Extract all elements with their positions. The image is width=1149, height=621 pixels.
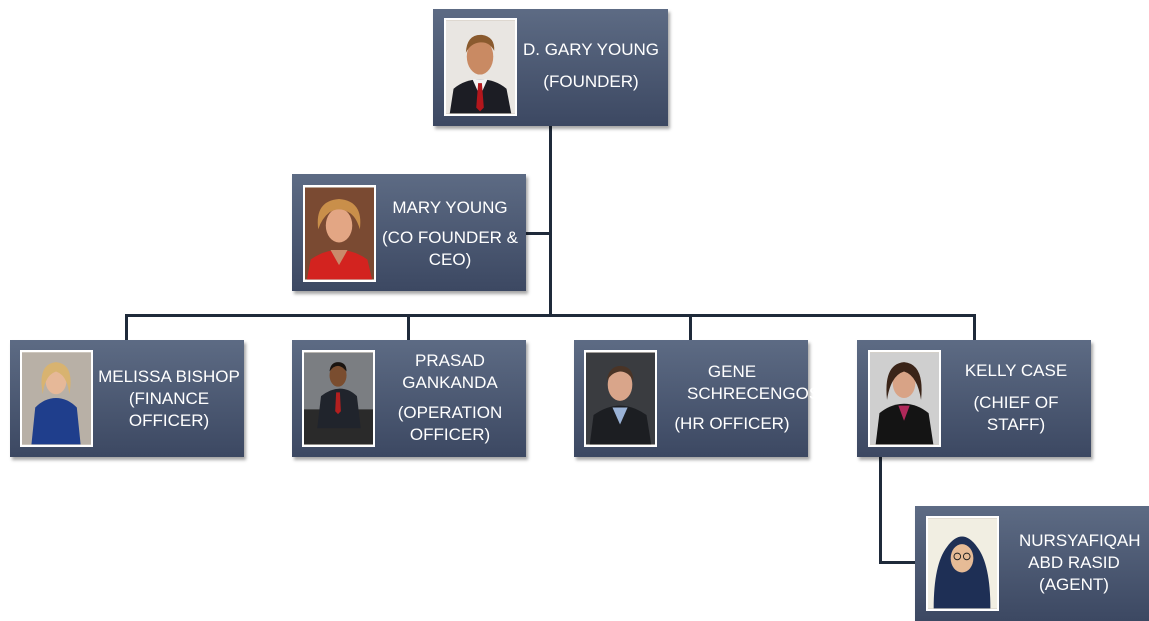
officer-finance-photo bbox=[20, 350, 93, 447]
officer-chief-of-staff-role: (CHIEF OF STAFF) bbox=[973, 393, 1059, 434]
officer-operation-role: (OPERATION OFFICER) bbox=[397, 403, 503, 444]
agent-photo bbox=[926, 516, 999, 611]
officer-hr-photo bbox=[584, 350, 657, 447]
node-cofounder: MARY YOUNG (CO FOUNDER & CEO) bbox=[292, 174, 526, 291]
connector-officer-drop-1 bbox=[125, 314, 128, 341]
node-officer-operation: PRASAD GANKANDA (OPERATION OFFICER) bbox=[292, 340, 526, 457]
connector-officer-drop-4 bbox=[973, 314, 976, 341]
node-founder: D. GARY YOUNG (FOUNDER) bbox=[433, 9, 668, 126]
founder-name: D. GARY YOUNG bbox=[522, 40, 660, 59]
woman-in-blue-dress-icon bbox=[22, 352, 91, 445]
officer-hr-role: (HR OFFICER) bbox=[674, 414, 790, 433]
connector-agent-drop bbox=[879, 457, 882, 563]
connector-founder-trunk bbox=[549, 126, 552, 316]
man-in-dark-jacket-icon bbox=[586, 352, 655, 445]
seated-man-in-suit-icon bbox=[304, 352, 373, 445]
cofounder-name: MARY YOUNG bbox=[392, 198, 508, 217]
agent-name: NURSYAFIQAH ABD RASID bbox=[1019, 531, 1141, 572]
founder-role: (FOUNDER) bbox=[543, 72, 639, 91]
cofounder-role: (CO FOUNDER & CEO) bbox=[382, 228, 518, 269]
officer-hr-label: GENE SCHRECENGOST (HR OFFICER) bbox=[658, 354, 831, 442]
woman-in-hijab-icon bbox=[928, 518, 997, 609]
officer-chief-of-staff-name: KELLY CASE bbox=[964, 361, 1068, 380]
node-officer-finance: MELISSA BISHOP (FINANCE OFFICER) bbox=[10, 340, 244, 457]
woman-in-black-blazer-icon bbox=[870, 352, 939, 445]
officer-operation-name: PRASAD GANKANDA bbox=[402, 351, 498, 392]
officer-finance-name: MELISSA BISHOP bbox=[98, 367, 240, 386]
officer-finance-role: (FINANCE OFFICER) bbox=[128, 389, 210, 430]
officer-finance-label: MELISSA BISHOP (FINANCE OFFICER) bbox=[96, 360, 242, 438]
node-officer-chief-of-staff: KELLY CASE (CHIEF OF STAFF) bbox=[857, 340, 1091, 457]
founder-photo bbox=[444, 18, 517, 116]
connector-officers-bar bbox=[125, 314, 976, 317]
connector-cofounder-branch bbox=[524, 232, 551, 235]
agent-label: NURSYAFIQAH ABD RASID (AGENT) bbox=[1001, 522, 1147, 604]
officer-operation-label: PRASAD GANKANDA (OPERATION OFFICER) bbox=[376, 346, 524, 450]
agent-role: (AGENT) bbox=[1039, 575, 1109, 594]
woman-in-red-icon bbox=[305, 187, 374, 280]
connector-officer-drop-3 bbox=[689, 314, 692, 341]
officer-operation-photo bbox=[302, 350, 375, 447]
founder-label: D. GARY YOUNG (FOUNDER) bbox=[517, 37, 665, 95]
officer-chief-of-staff-label: KELLY CASE (CHIEF OF STAFF) bbox=[943, 356, 1089, 440]
connector-officer-drop-2 bbox=[407, 314, 410, 341]
officer-hr-name: GENE SCHRECENGOST bbox=[687, 362, 831, 403]
cofounder-photo bbox=[303, 185, 376, 282]
node-officer-hr: GENE SCHRECENGOST (HR OFFICER) bbox=[574, 340, 831, 457]
officer-chief-of-staff-photo bbox=[868, 350, 941, 447]
node-agent: NURSYAFIQAH ABD RASID (AGENT) bbox=[915, 506, 1149, 621]
cofounder-label: MARY YOUNG (CO FOUNDER & CEO) bbox=[376, 194, 524, 274]
connector-agent-branch bbox=[879, 561, 916, 564]
man-in-red-tie-icon bbox=[446, 20, 515, 114]
